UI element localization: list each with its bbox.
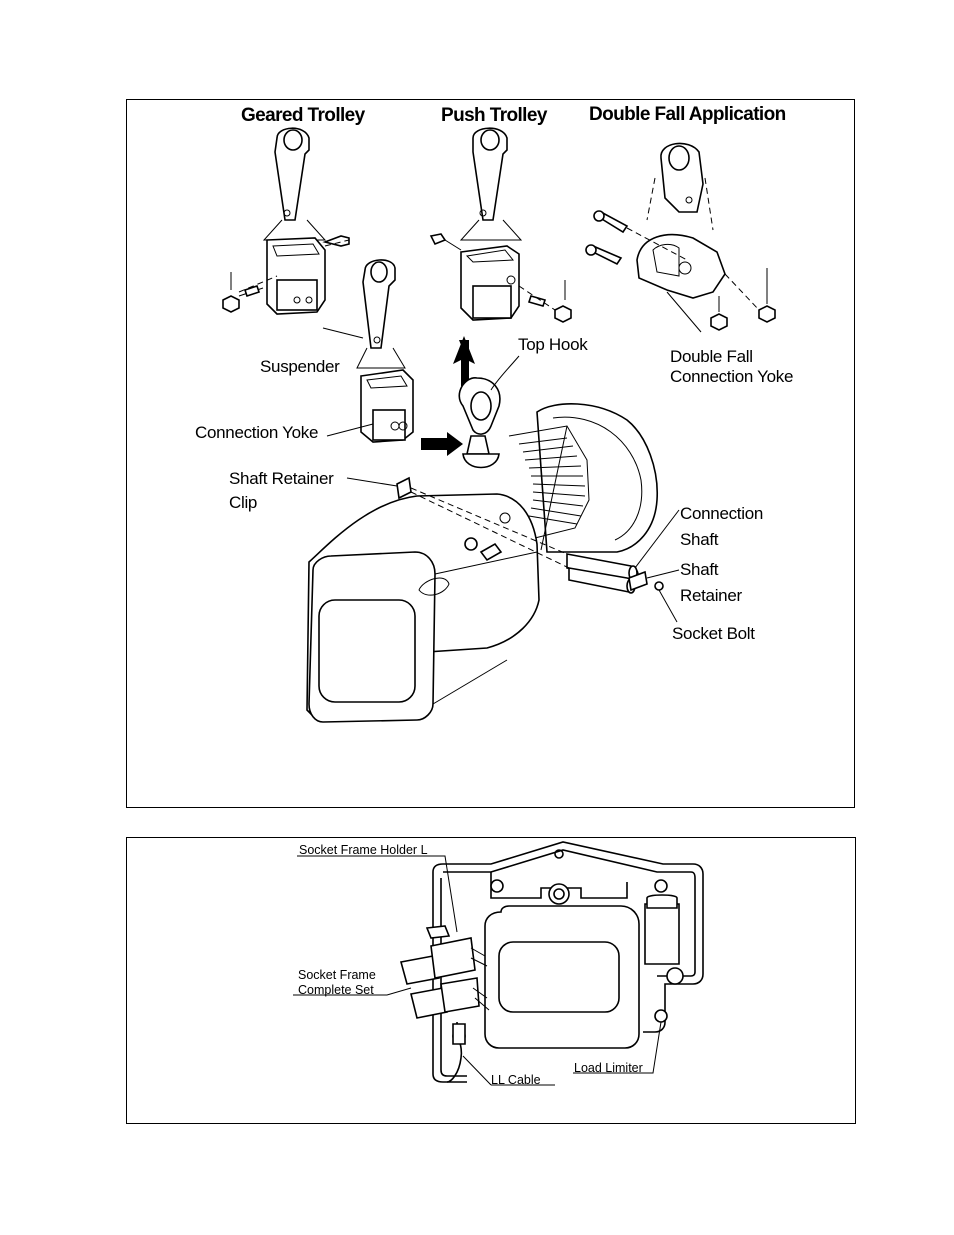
load-limiter-housing xyxy=(399,841,704,1083)
leader-connection-yoke xyxy=(326,423,374,437)
label-shaft-retainer-1: Shaft xyxy=(680,560,719,579)
hoist-body xyxy=(306,403,664,723)
leader-shaft-retainer-clip xyxy=(346,477,398,487)
label-connection-shaft-2: Shaft xyxy=(680,530,719,549)
label-connection-yoke: Connection Yoke xyxy=(195,423,318,442)
label-load-limiter: Load Limiter xyxy=(574,1061,643,1075)
label-connection-shaft-1: Connection xyxy=(680,504,763,523)
top-hook-assembly xyxy=(421,336,501,469)
header-geared-trolley: Geared Trolley xyxy=(241,105,366,126)
label-socket-bolt: Socket Bolt xyxy=(672,624,755,643)
hoist-assembly-diagram: Geared Trolley Push Trolley Double Fall … xyxy=(195,104,793,723)
leader-connection-shaft xyxy=(634,509,680,569)
label-ll-cable: LL Cable xyxy=(491,1073,541,1087)
label-shaft-retainer-clip-2: Clip xyxy=(229,493,257,512)
push-trolley-assembly xyxy=(429,127,572,323)
load-limiter-panel: Socket Frame Holder L Socket Frame Compl… xyxy=(126,837,856,1124)
leader-shaft-retainer xyxy=(646,569,680,579)
double-fall-assembly xyxy=(585,142,776,333)
geared-trolley-assembly xyxy=(222,127,350,315)
label-shaft-retainer-2: Retainer xyxy=(680,586,742,605)
label-socket-frame-2: Complete Set xyxy=(298,983,374,997)
leader-socket-bolt xyxy=(658,589,678,623)
label-socket-frame-holder: Socket Frame Holder L xyxy=(299,843,428,857)
suspender-connection-yoke xyxy=(322,259,414,443)
header-push-trolley: Push Trolley xyxy=(441,105,548,126)
leader-top-hook xyxy=(490,355,520,391)
leader-socket-frame xyxy=(293,987,412,996)
label-double-fall-2: Connection Yoke xyxy=(670,367,793,386)
leader-socket-frame-holder xyxy=(297,855,458,933)
label-shaft-retainer-clip-1: Shaft Retainer xyxy=(229,469,334,488)
hoist-assembly-panel: Geared Trolley Push Trolley Double Fall … xyxy=(126,99,855,808)
leader-ll-cable xyxy=(462,1055,555,1086)
header-double-fall: Double Fall Application xyxy=(589,104,786,125)
label-double-fall-1: Double Fall xyxy=(670,347,753,366)
load-limiter-diagram: Socket Frame Holder L Socket Frame Compl… xyxy=(293,841,704,1087)
label-suspender: Suspender xyxy=(260,357,340,376)
label-socket-frame-1: Socket Frame xyxy=(298,968,376,982)
leader-load-limiter xyxy=(573,1021,662,1074)
label-top-hook: Top Hook xyxy=(518,335,588,354)
